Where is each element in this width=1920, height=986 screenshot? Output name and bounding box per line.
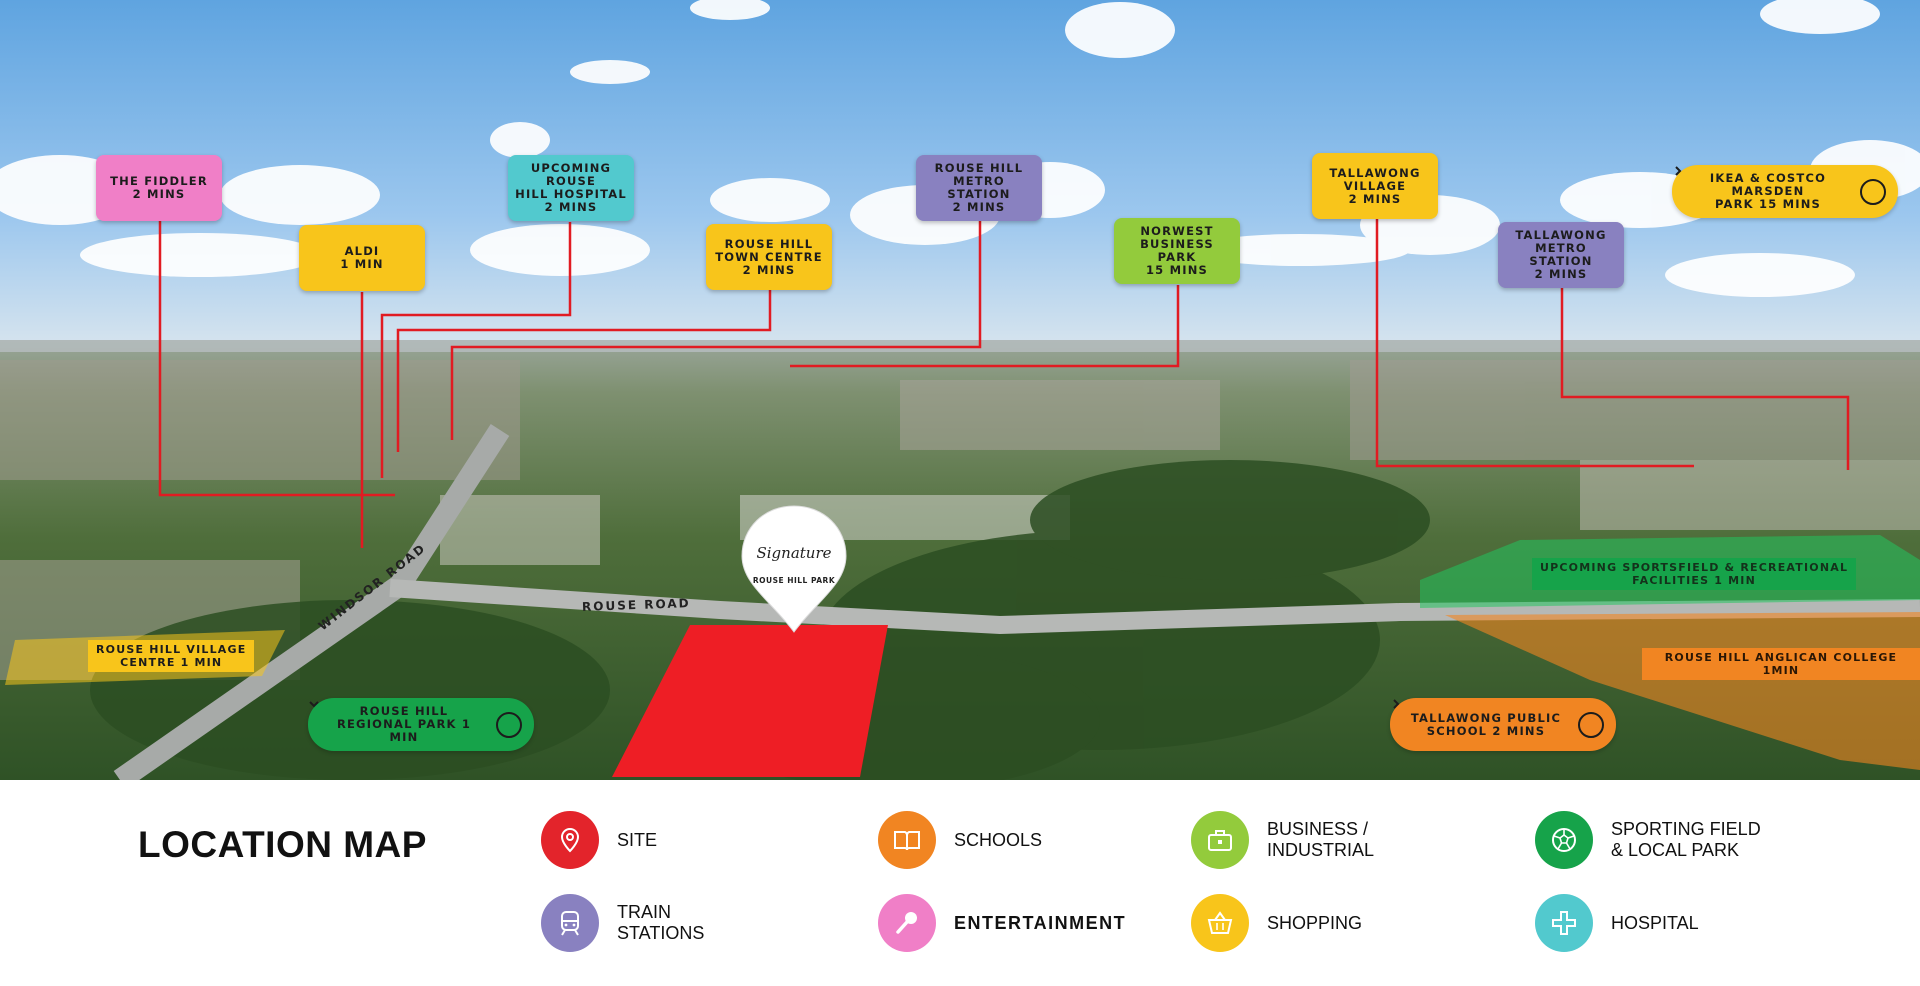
legend-label: SPORTING FIELD & LOCAL PARK (1611, 819, 1761, 860)
briefcase-icon (1191, 811, 1249, 869)
chevron-right-icon (1675, 166, 1886, 205)
map-pin-icon (541, 811, 599, 869)
legend-label: HOSPITAL (1611, 912, 1699, 933)
zone-label-sportsfield: UPCOMING SPORTSFIELD & RECREATIONAL FACI… (1532, 558, 1857, 590)
legend-panel: LOCATION MAP SITE SCHOOLS BUSINESS / IND… (0, 780, 1920, 986)
legend-label: ENTERTAINMENT (954, 912, 1127, 933)
chevron-down-icon (309, 701, 522, 738)
train-icon (541, 894, 599, 952)
map-title: LOCATION MAP (138, 824, 427, 865)
aerial-scene-svg (0, 0, 1920, 780)
callout-rouse-hill-hospital[interactable]: UPCOMING ROUSE HILL HOSPITAL 2 MINS (508, 155, 634, 221)
callout-rouse-hill-town-centre[interactable]: ROUSE HILL TOWN CENTRE 2 MINS (706, 224, 832, 290)
site-parcel (612, 625, 888, 777)
basket-icon (1191, 894, 1249, 952)
callout-text: UPCOMING ROUSE HILL HOSPITAL 2 MINS (515, 161, 627, 214)
legend-label: TRAIN STATIONS (617, 902, 705, 943)
callout-tallawong-village[interactable]: TALLAWONG VILLAGE 2 MINS (1312, 153, 1438, 219)
medical-icon (1535, 894, 1593, 952)
legend-item-hospital: HOSPITAL (1535, 894, 1699, 952)
leader-lines (158, 218, 1850, 548)
legend-item-entertainment: ENTERTAINMENT (878, 894, 1126, 952)
book-icon (878, 811, 936, 869)
callout-aldi[interactable]: ALDI 1 MIN (299, 225, 425, 291)
legend-item-shopping: SHOPPING (1191, 894, 1362, 952)
callout-norwest-business-park[interactable]: NORWEST BUSINESS PARK 15 MINS (1114, 218, 1240, 284)
map-pin-icon (741, 505, 847, 633)
zone-label-village: ROUSE HILL VILLAGE CENTRE 1 MIN (88, 640, 255, 672)
aerial-photo: WINDSOR ROAD ROUSE ROAD ROUSE HILL VILLA… (0, 0, 1920, 780)
legend-label: SHOPPING (1267, 912, 1363, 933)
callout-text: ALDI 1 MIN (340, 244, 384, 271)
legend-item-business: BUSINESS / INDUSTRIAL (1191, 811, 1374, 869)
legend-label: SCHOOLS (954, 829, 1043, 850)
callout-rouse-hill-metro[interactable]: ROUSE HILL METRO STATION 2 MINS (916, 155, 1042, 221)
pill-tallawong-school[interactable]: TALLAWONG PUBLIC SCHOOL 2 MINS (1390, 698, 1616, 751)
callout-text: TALLAWONG VILLAGE 2 MINS (1329, 165, 1421, 206)
site-pin[interactable]: Signature ROUSE HILL PARK (740, 504, 848, 634)
legend-item-train: TRAIN STATIONS (541, 894, 704, 952)
legend-item-site: SITE (541, 811, 657, 869)
pill-ikea-costco[interactable]: IKEA & COSTCO MARSDEN PARK 15 MINS (1672, 165, 1898, 218)
pill-text: IKEA & COSTCO MARSDEN PARK 15 MINS (1709, 171, 1827, 211)
callout-text: ROUSE HILL METRO STATION 2 MINS (934, 161, 1024, 214)
legend-label: BUSINESS / INDUSTRIAL (1267, 819, 1375, 860)
pill-text: ROUSE HILL REGIONAL PARK 1 MIN (336, 704, 472, 744)
pill-regional-park[interactable]: ROUSE HILL REGIONAL PARK 1 MIN (308, 698, 534, 751)
microphone-icon (878, 894, 936, 952)
site-brand: Signature (756, 544, 832, 562)
site-name: ROUSE HILL PARK (752, 576, 836, 585)
legend-item-schools: SCHOOLS (878, 811, 1042, 869)
callout-the-fiddler[interactable]: THE FIDDLER 2 MINS (96, 155, 222, 221)
callout-tallawong-metro[interactable]: TALLAWONG METRO STATION 2 MINS (1498, 222, 1624, 288)
rouse-road (389, 579, 1920, 635)
callout-text: ROUSE HILL TOWN CENTRE 2 MINS (715, 236, 823, 277)
callout-text: NORWEST BUSINESS PARK 15 MINS (1140, 224, 1214, 277)
soccer-ball-icon (1535, 811, 1593, 869)
zone-label-college: ROUSE HILL ANGLICAN COLLEGE 1MIN (1642, 648, 1920, 680)
legend-label: SITE (617, 829, 658, 850)
legend-item-sporting: SPORTING FIELD & LOCAL PARK (1535, 811, 1761, 869)
pill-text: TALLAWONG PUBLIC SCHOOL 2 MINS (1410, 710, 1562, 738)
chevron-right-icon (1393, 699, 1604, 738)
callout-text: THE FIDDLER 2 MINS (110, 174, 208, 201)
callout-text: TALLAWONG METRO STATION 2 MINS (1515, 228, 1607, 281)
